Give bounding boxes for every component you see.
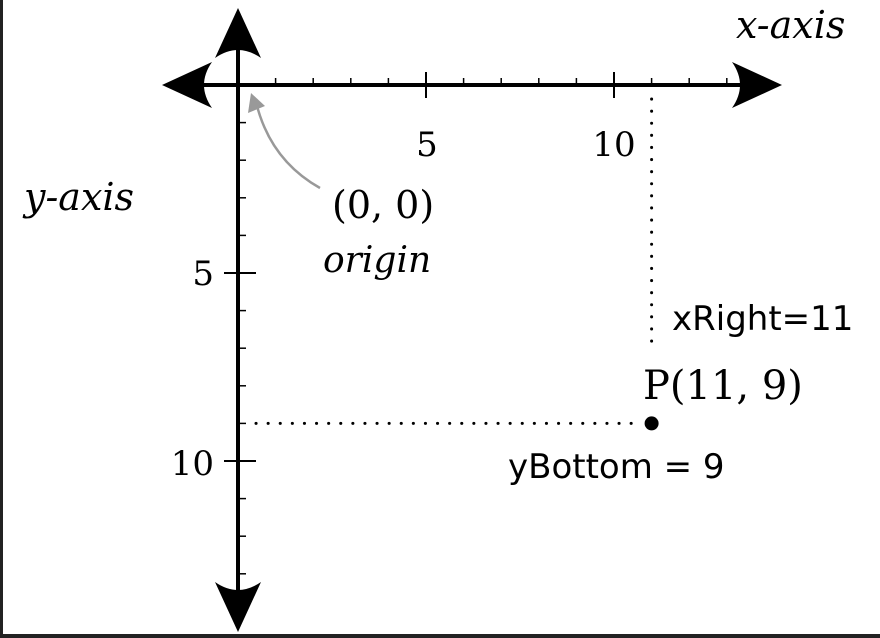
origin-arrowhead bbox=[248, 93, 265, 113]
x-right-label: xRight=11 bbox=[672, 299, 853, 339]
y-axis-label: y-axis bbox=[22, 175, 134, 219]
y-tick-label-5: 5 bbox=[192, 254, 214, 294]
frame-bottom-edge bbox=[0, 634, 880, 638]
y-tick-label-10: 10 bbox=[171, 444, 214, 484]
point-p-label: P(11, 9) bbox=[643, 363, 803, 409]
origin-arrow bbox=[254, 101, 321, 190]
x-axis-right-arrow bbox=[732, 62, 782, 108]
frame-left-edge bbox=[0, 0, 3, 638]
x-tick-label-5: 5 bbox=[416, 125, 438, 165]
x-axis-label: x-axis bbox=[736, 3, 845, 47]
y-axis-ticks bbox=[224, 121, 256, 575]
y-axis-top-arrow bbox=[215, 8, 261, 58]
x-tick-label-10: 10 bbox=[592, 125, 635, 165]
point-p-dot bbox=[644, 416, 659, 431]
x-axis-left-arrow bbox=[162, 62, 212, 108]
origin-caption: origin bbox=[323, 240, 431, 281]
x-axis-ticks bbox=[274, 72, 728, 98]
y-axis-bottom-arrow bbox=[215, 582, 261, 632]
y-bottom-label: yBottom = 9 bbox=[508, 447, 725, 487]
origin-point-text: (0, 0) bbox=[332, 183, 434, 227]
